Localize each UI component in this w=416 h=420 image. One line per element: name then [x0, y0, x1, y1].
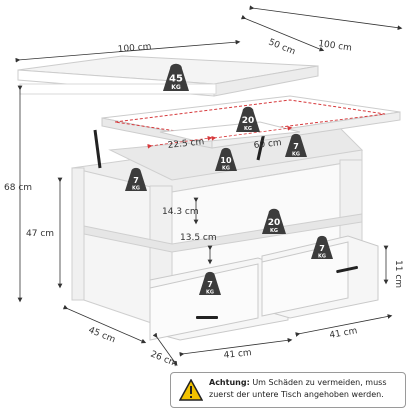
dim-body-width: 100 cm	[318, 39, 353, 54]
warning-body: Um Schäden zu vermeiden, muss zuerst der…	[209, 378, 387, 399]
weight-icon	[215, 147, 237, 171]
dim-inner-depth: 22.5 cm	[167, 137, 204, 151]
lift-hinge-left	[93, 129, 102, 169]
weight-badge-drawer-left: 7KG	[199, 271, 221, 295]
dim-clearance-upper: 14.3 cm	[162, 207, 199, 217]
drawer-left-handle[interactable]	[196, 316, 218, 319]
weight-value: 10	[220, 156, 232, 165]
weight-value: 7	[133, 176, 139, 185]
weight-value: 7	[207, 280, 213, 289]
dim-top-width: 100 cm	[117, 42, 152, 55]
warning-text: Achtung: Um Schäden zu vermeiden, muss z…	[209, 377, 403, 401]
weight-icon	[163, 63, 189, 91]
dim-drawer-width-left: 41 cm	[223, 348, 252, 361]
drawer-right[interactable]	[261, 235, 379, 319]
weight-icon	[125, 167, 147, 191]
weight-icon	[199, 271, 221, 295]
warning-icon	[179, 379, 203, 401]
dim-height-lower: 47 cm	[26, 229, 54, 239]
weight-icon	[236, 106, 260, 132]
weight-unit: KG	[206, 289, 214, 295]
weight-value: 45	[169, 73, 183, 84]
weight-value: 20	[268, 218, 281, 228]
weight-icon	[285, 133, 307, 157]
dim-clearance-lower: 13.5 cm	[180, 233, 217, 243]
weight-unit: KG	[171, 84, 181, 91]
drawer-left[interactable]	[149, 257, 289, 341]
weight-value: 7	[319, 244, 325, 253]
dimension-lines	[15, 5, 403, 366]
weight-unit: KG	[318, 253, 326, 259]
weight-icon	[311, 235, 333, 259]
dim-drawer-height: 11 cm	[393, 260, 403, 288]
dim-inner-width: 60 cm	[253, 138, 282, 151]
weight-unit: KG	[222, 165, 230, 171]
inner-dimension-lines	[147, 125, 293, 149]
drawer-right-handle[interactable]	[336, 265, 358, 274]
middle-shelf	[83, 213, 363, 253]
weight-badge-compartment-left: 7KG	[125, 167, 147, 191]
weight-badge-drawer-right: 7KG	[311, 235, 333, 259]
weight-unit: KG	[132, 185, 140, 191]
dim-drawer-depth: 26 cm	[149, 350, 179, 370]
weight-unit: KG	[292, 151, 300, 157]
dim-top-depth: 50 cm	[267, 38, 297, 58]
dim-height-total: 68 cm	[4, 183, 32, 193]
weight-unit: KG	[270, 228, 278, 234]
dim-drawer-width-right: 41 cm	[329, 326, 358, 341]
weight-value: 7	[293, 142, 299, 151]
weight-value: 20	[242, 116, 255, 126]
weight-unit: KG	[244, 126, 252, 132]
weight-icon	[262, 208, 286, 234]
warning-heading: Achtung:	[209, 378, 250, 387]
leg-front-left	[71, 167, 85, 301]
weight-badge-compartment-right: 7KG	[285, 133, 307, 157]
warning-box: Achtung: Um Schäden zu vermeiden, muss z…	[170, 372, 406, 408]
